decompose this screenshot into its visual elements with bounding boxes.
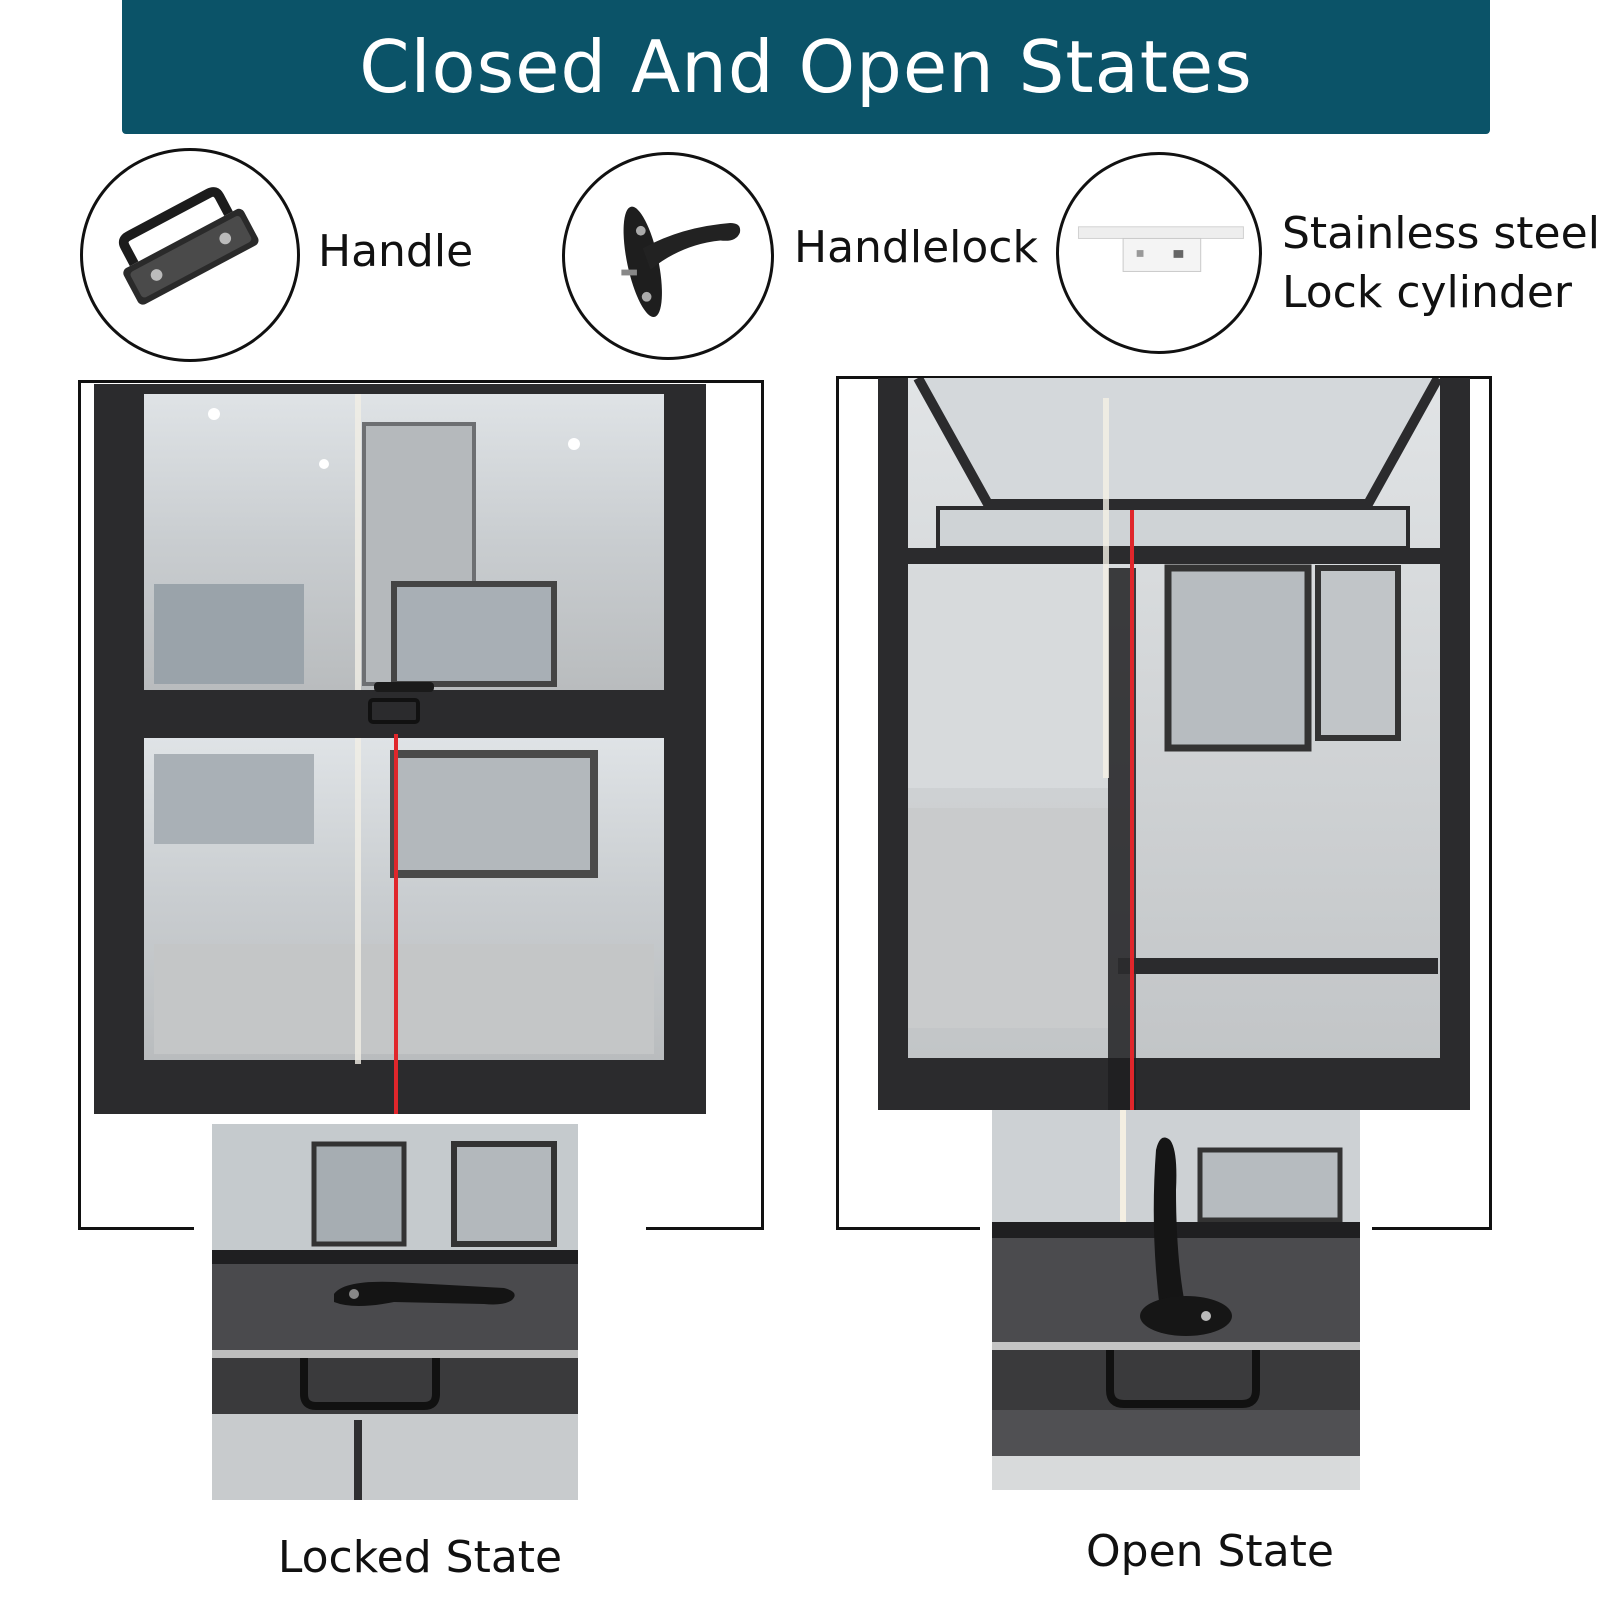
handle-icon (118, 187, 259, 305)
title-banner: Closed And Open States (122, 0, 1490, 134)
lock-cylinder-part-image (1056, 152, 1262, 354)
handlelock-icon (621, 206, 741, 318)
handle-label: Handle (318, 226, 474, 277)
open-window-photo (878, 378, 1470, 1110)
open-state-label: Open State (1086, 1526, 1334, 1577)
lock-cylinder-label: Stainless steel Lock cylinder (1282, 208, 1600, 319)
open-state-closeup (980, 1110, 1372, 1510)
locked-state-closeup (194, 1124, 646, 1506)
locked-state-label: Locked State (277, 1532, 563, 1583)
closed-window-photo (94, 384, 706, 1114)
lock-cylinder-icon (1077, 226, 1244, 272)
handlelock-part-image (562, 152, 774, 360)
handle-part-image (80, 148, 300, 362)
handlelock-label: Handlelock (794, 222, 1038, 273)
page-title: Closed And Open States (359, 25, 1253, 109)
